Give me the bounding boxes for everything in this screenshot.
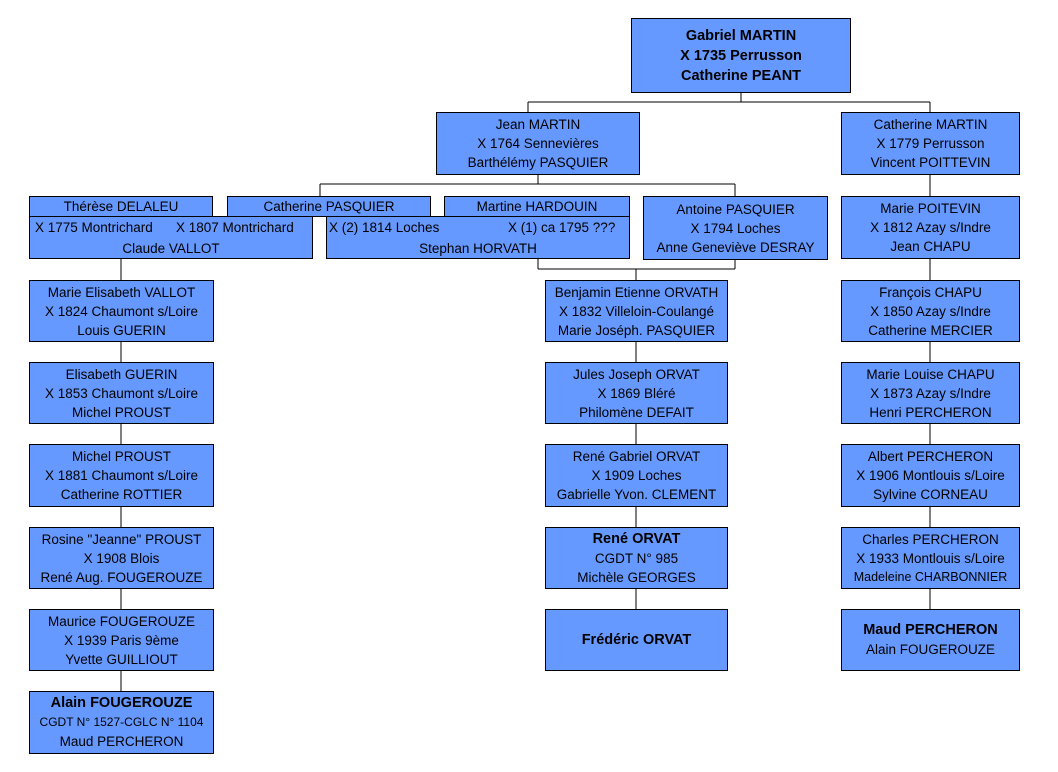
- person-name: François CHAPU: [879, 284, 982, 300]
- marriage-info: X 1908 Blois: [83, 550, 160, 566]
- person-name: Jules Joseph ORVAT: [573, 366, 700, 382]
- marriage-box-vallot: [29, 216, 313, 259]
- spouse-name-claude-vallot: Claude VALLOT: [122, 241, 220, 256]
- person-name: Charles PERCHERON: [862, 531, 999, 547]
- spouse-name: Catherine ROTTIER: [60, 487, 183, 502]
- person-box-benjamin-etienne-orvath: Benjamin Etienne ORVATH X 1832 Villeloin…: [545, 280, 728, 342]
- member-number: CGDT N° 1527-CGLC N° 1104: [39, 715, 204, 729]
- marriage-info: X 1735 Perrusson: [680, 47, 802, 64]
- spouse-name: Michèle GEORGES: [577, 569, 696, 585]
- person-name: Thérèse DELALEU: [63, 199, 179, 214]
- spouse-name: Anne Geneviève DESRAY: [656, 239, 815, 255]
- marriage-info: X 1939 Paris 9ème: [64, 632, 179, 648]
- marriage-info-vallot-1807: X 1807 Montrichard: [176, 220, 294, 235]
- marriage-info: X 1909 Loches: [591, 468, 682, 483]
- spouse-name: Madeleine CHARBONNIER: [853, 569, 1008, 584]
- spouse-name: Louis GUERIN: [77, 322, 166, 338]
- spouse-name: Marie Joséph. PASQUIER: [557, 322, 716, 338]
- spouse-name: Henri PERCHERON: [869, 404, 992, 420]
- spouse-name: Yvette GUILLIOUT: [65, 651, 178, 667]
- spouse-name: Philomène DEFAIT: [579, 404, 694, 420]
- spouse-name: Vincent POITTEVIN: [870, 155, 991, 170]
- marriage-info: X 1779 Perrusson: [876, 136, 985, 151]
- person-box-maurice-fougerouze: Maurice FOUGEROUZE X 1939 Paris 9ème Yve…: [29, 609, 214, 671]
- person-name: Alain FOUGEROUZE: [50, 695, 193, 711]
- person-box-jean-martin: Jean MARTIN X 1764 Sennevières Barthélém…: [436, 112, 640, 175]
- spouse-name-stephan-horvath: Stephan HORVATH: [419, 241, 537, 256]
- person-box-frederic-orvat: Frédéric ORVAT: [545, 609, 728, 671]
- person-name: Albert PERCHERON: [867, 449, 994, 464]
- person-box-alain-fougerouze: Alain FOUGEROUZE CGDT N° 1527-CGLC N° 11…: [29, 691, 214, 754]
- person-name: Maud PERCHERON: [863, 622, 998, 638]
- person-name: Rosine "Jeanne" PROUST: [41, 531, 202, 547]
- marriage-info: X 1881 Chaumont s/Loire: [44, 468, 199, 483]
- person-name: René Gabriel ORVAT: [572, 449, 701, 464]
- person-name: Antoine PASQUIER: [676, 201, 795, 217]
- person-box-marie-elisabeth-vallot: Marie Elisabeth VALLOT X 1824 Chaumont s…: [29, 280, 214, 342]
- person-name: Maurice FOUGEROUZE: [47, 613, 196, 629]
- person-name: Catherine PASQUIER: [263, 199, 395, 214]
- spouse-name: Maud PERCHERON: [59, 734, 184, 749]
- spouse-name: Barthélémy PASQUIER: [467, 155, 609, 170]
- person-box-charles-percheron: Charles PERCHERON X 1933 Montlouis s/Loi…: [841, 527, 1020, 589]
- spouse-name: Michel PROUST: [71, 404, 171, 420]
- spouse-name: Alain FOUGEROUZE: [865, 642, 996, 657]
- spouse-name: Catherine PEANT: [680, 67, 802, 84]
- marriage-info: X 1850 Azay s/Indre: [870, 303, 991, 319]
- marriage-info: X 1869 Bléré: [597, 385, 676, 401]
- marriage-info: X 1873 Azay s/Indre: [870, 385, 991, 401]
- person-name: René ORVAT: [592, 530, 681, 547]
- spouse-name: Jean CHAPU: [890, 239, 971, 254]
- person-box-francois-chapu: François CHAPU X 1850 Azay s/Indre Cathe…: [841, 280, 1020, 342]
- person-box-gabriel-martin: Gabriel MARTIN X 1735 Perrusson Catherin…: [631, 18, 851, 93]
- person-name: Martine HARDOUIN: [476, 199, 598, 214]
- marriage-info-horvath-1814: X (2) 1814 Loches: [329, 220, 440, 235]
- spouse-name: Sylvine CORNEAU: [873, 487, 988, 502]
- person-name: Gabriel MARTIN: [685, 27, 797, 44]
- marriage-info-vallot-1775: X 1775 Montrichard: [35, 220, 153, 235]
- person-box-rosine-proust: Rosine "Jeanne" PROUST X 1908 Blois René…: [29, 527, 214, 589]
- person-name: Elisabeth GUERIN: [65, 366, 178, 382]
- person-name: Marie Louise CHAPU: [866, 366, 995, 382]
- person-box-antoine-pasquier: Antoine PASQUIER X 1794 Loches Anne Gene…: [643, 196, 828, 260]
- person-box-therese-delaleu: Thérèse DELALEU: [29, 196, 213, 217]
- person-box-marie-louise-chapu: Marie Louise CHAPU X 1873 Azay s/Indre H…: [841, 362, 1020, 424]
- person-name: Michel PROUST: [71, 449, 171, 464]
- marriage-info: X 1933 Montlouis s/Loire: [856, 550, 1005, 566]
- person-name: Marie Elisabeth VALLOT: [47, 284, 196, 300]
- person-box-jules-joseph-orvat: Jules Joseph ORVAT X 1869 Bléré Philomèn…: [545, 362, 728, 424]
- person-box-albert-percheron: Albert PERCHERON X 1906 Montlouis s/Loir…: [841, 444, 1020, 507]
- person-box-rene-orvat: René ORVAT CGDT N° 985 Michèle GEORGES: [545, 527, 728, 589]
- marriage-info: X 1812 Azay s/Indre: [870, 220, 991, 235]
- person-name: Jean MARTIN: [495, 117, 581, 132]
- marriage-info: X 1764 Sennevières: [477, 136, 599, 151]
- person-box-martine-hardouin: Martine HARDOUIN: [444, 196, 630, 217]
- person-box-maud-percheron: Maud PERCHERON Alain FOUGEROUZE: [841, 609, 1020, 671]
- marriage-info: X 1853 Chaumont s/Loire: [44, 385, 199, 401]
- marriage-info: X 1824 Chaumont s/Loire: [44, 303, 199, 319]
- person-box-elisabeth-guerin: Elisabeth GUERIN X 1853 Chaumont s/Loire…: [29, 362, 214, 424]
- person-name: Marie POITEVIN: [880, 201, 981, 216]
- person-box-michel-proust: Michel PROUST X 1881 Chaumont s/Loire Ca…: [29, 444, 214, 507]
- marriage-info: X 1832 Villeloin-Coulangé: [558, 303, 715, 319]
- person-box-rene-gabriel-orvat: René Gabriel ORVAT X 1909 Loches Gabriel…: [545, 444, 728, 507]
- spouse-name: René Aug. FOUGEROUZE: [40, 569, 203, 585]
- spouse-name: Gabrielle Yvon. CLEMENT: [556, 487, 717, 502]
- spouse-name: Catherine MERCIER: [868, 322, 993, 338]
- marriage-info-horvath-1795: X (1) ca 1795 ???: [508, 220, 616, 235]
- person-box-catherine-pasquier: Catherine PASQUIER: [227, 196, 431, 217]
- person-box-catherine-martin: Catherine MARTIN X 1779 Perrusson Vincen…: [841, 112, 1020, 175]
- person-name: Catherine MARTIN: [873, 117, 988, 132]
- marriage-info: X 1906 Montlouis s/Loire: [856, 468, 1005, 483]
- member-number: CGDT N° 985: [594, 550, 679, 566]
- person-box-marie-poitevin: Marie POITEVIN X 1812 Azay s/Indre Jean …: [841, 196, 1020, 259]
- person-name: Frédéric ORVAT: [581, 631, 692, 648]
- person-name: Benjamin Etienne ORVATH: [554, 284, 719, 300]
- marriage-info: X 1794 Loches: [690, 220, 781, 236]
